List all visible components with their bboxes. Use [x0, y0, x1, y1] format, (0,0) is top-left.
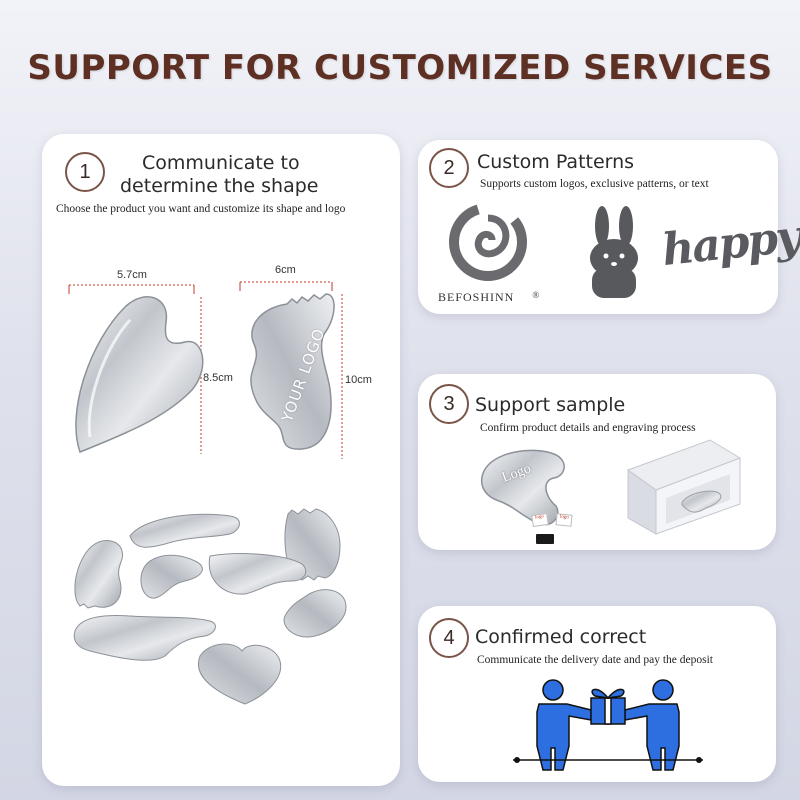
brand-name-text: BEFOSHINN — [438, 290, 515, 304]
step-card-patterns: 2 Custom Patterns Supports custom logos,… — [418, 140, 800, 314]
black-pouch — [536, 534, 554, 544]
logo-card-1: logo — [531, 512, 549, 528]
registered-mark: ® — [532, 290, 541, 300]
heart-height-label: 8.5cm — [203, 372, 233, 384]
delivery-handoff-icon — [513, 679, 703, 771]
step-number-badge: 2 — [429, 148, 469, 188]
gua-sha-collection-image — [73, 508, 347, 705]
logo-card-label: logo — [534, 514, 545, 521]
step-card-confirmed: 4 Confirmed correct Communicate the deli… — [418, 606, 776, 782]
step-heading-line1: Communicate to — [142, 152, 300, 174]
step-number-badge: 1 — [65, 152, 105, 192]
step-subtitle: Supports custom logos, exclusive pattern… — [480, 178, 709, 190]
step-subtitle: Communicate the delivery date and pay th… — [477, 654, 713, 666]
heart-gua-sha-image — [75, 296, 204, 453]
step-heading-line2: determine the shape — [120, 175, 319, 197]
step-card-sample: 3 Support sample Confirm product details… — [418, 374, 776, 550]
logo-card-label: logo — [559, 514, 569, 521]
step-number-badge: 4 — [429, 618, 469, 658]
dimension-guides — [68, 281, 343, 459]
step-card-shape: 1 Communicate to determine the shape Cho… — [42, 134, 400, 786]
happy-text-pattern: happy — [659, 210, 800, 277]
bunny-icon — [590, 206, 638, 298]
step-subtitle: Choose the product you want and customiz… — [56, 203, 346, 215]
brand-name: BEFOSHINN ® — [438, 290, 540, 305]
step-heading: Confirmed correct — [475, 626, 647, 648]
wave-height-label: 10cm — [345, 374, 372, 386]
gift-box-image — [626, 439, 742, 535]
step-heading: Support sample — [475, 394, 626, 416]
step-heading: Custom Patterns — [477, 151, 635, 173]
step-number-badge: 3 — [429, 384, 469, 424]
step-subtitle: Confirm product details and engraving pr… — [480, 422, 696, 434]
wave-gua-sha-image — [250, 293, 335, 450]
sample-gua-sha-image — [480, 449, 565, 526]
page-title: SUPPORT FOR CUSTOMIZED SERVICES — [27, 48, 773, 88]
spiral-logo-icon — [449, 203, 527, 281]
wave-width-label: 6cm — [275, 264, 296, 276]
heart-width-label: 5.7cm — [117, 269, 147, 281]
logo-card-2: logo — [555, 513, 573, 527]
